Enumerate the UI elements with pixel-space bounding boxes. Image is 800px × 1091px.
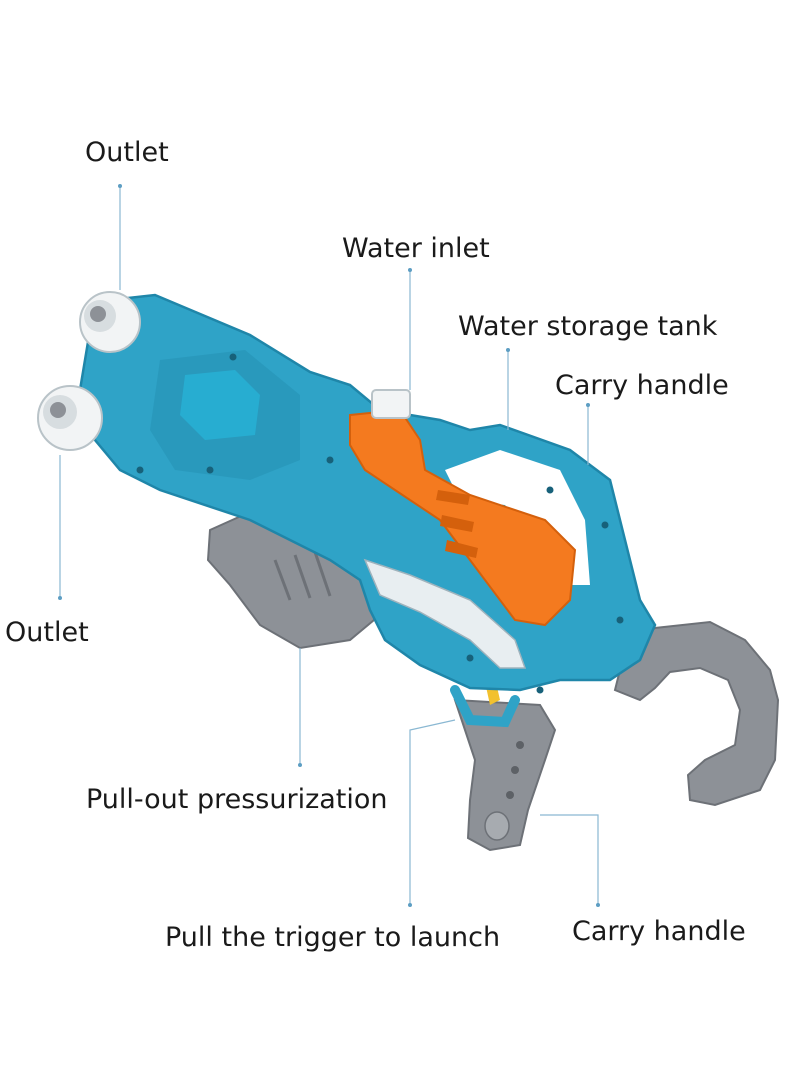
- callout-labels: Outlet Water inlet Water storage tank Ca…: [5, 137, 746, 953]
- stock-carry-handle: [613, 620, 780, 807]
- grip-dot: [511, 766, 519, 774]
- nozzle-top: [79, 291, 141, 353]
- body-rivet: [136, 466, 144, 474]
- body-rivet: [601, 521, 609, 529]
- body-rivet: [616, 616, 624, 624]
- leader-dot: [596, 903, 600, 907]
- leader-dot: [298, 763, 302, 767]
- tank-vent-slot: [436, 490, 470, 505]
- pump-grip-ridges: [273, 551, 332, 601]
- leader-carry-handle-bottom: [540, 814, 599, 905]
- leader-dot: [408, 903, 412, 907]
- label-outlet-left: Outlet: [5, 617, 89, 648]
- leader-dot: [408, 268, 412, 272]
- leader-dot: [118, 184, 122, 188]
- label-pull-trigger: Pull the trigger to launch: [165, 922, 500, 953]
- body-rivet: [546, 486, 554, 494]
- pistol-grip: [453, 698, 557, 852]
- label-water-inlet: Water inlet: [342, 233, 490, 264]
- label-carry-handle-bottom: Carry handle: [572, 916, 746, 947]
- label-carry-handle-top: Carry handle: [555, 370, 729, 401]
- leader-dot: [58, 596, 62, 600]
- body-rivet: [229, 353, 237, 361]
- stock-inner-cutout: [668, 680, 730, 748]
- grip-dot: [516, 741, 524, 749]
- body-panel: [180, 370, 260, 440]
- water-inlet-cap: [371, 389, 411, 419]
- water-tank-orange: [349, 408, 577, 627]
- grip-button: [484, 811, 510, 841]
- label-outlet-top: Outlet: [85, 137, 169, 168]
- grip-dot: [506, 791, 514, 799]
- water-gun-illustration: [37, 291, 780, 852]
- tank-vent-slot: [445, 540, 478, 558]
- body-rivet: [536, 686, 544, 694]
- leader-lines: [58, 184, 600, 907]
- body-rivet: [326, 456, 334, 464]
- silver-accent: [363, 558, 527, 669]
- leader-dot: [586, 403, 590, 407]
- leader-dot: [506, 348, 510, 352]
- trigger-guard: [450, 685, 520, 728]
- label-pullout-pressurization: Pull-out pressurization: [86, 784, 388, 815]
- leader-pull-trigger: [409, 719, 456, 905]
- tank-vent-slot: [440, 515, 474, 532]
- body-rivet: [466, 654, 474, 662]
- body-rivet: [206, 466, 214, 474]
- label-water-storage-tank: Water storage tank: [458, 311, 718, 342]
- nozzle-bottom: [37, 385, 103, 451]
